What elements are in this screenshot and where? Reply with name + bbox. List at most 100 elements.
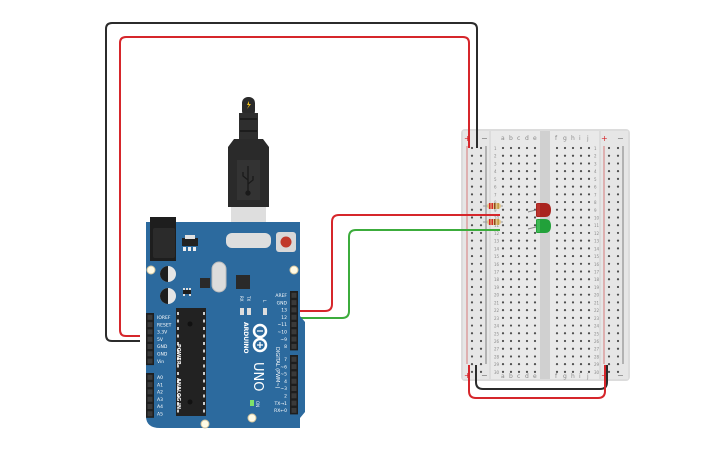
- resistor-2[interactable]: [483, 219, 503, 225]
- hole[interactable]: [555, 231, 559, 235]
- analog-pin[interactable]: [147, 374, 153, 380]
- hole[interactable]: [525, 270, 529, 273]
- hole[interactable]: [555, 347, 559, 350]
- hole[interactable]: [579, 247, 583, 250]
- hole[interactable]: [525, 293, 529, 296]
- led-red[interactable]: [527, 203, 551, 217]
- rail-hole[interactable]: [616, 231, 620, 235]
- hole[interactable]: [571, 332, 575, 335]
- hole[interactable]: [509, 270, 513, 273]
- hole[interactable]: [579, 185, 583, 188]
- rail-hole[interactable]: [479, 324, 483, 327]
- rail-hole[interactable]: [616, 200, 620, 204]
- hole[interactable]: [555, 278, 559, 281]
- hole[interactable]: [525, 332, 529, 335]
- rail-hole[interactable]: [607, 231, 611, 235]
- hole[interactable]: [525, 224, 529, 227]
- rail-hole[interactable]: [479, 363, 483, 366]
- hole[interactable]: [501, 231, 505, 235]
- hole[interactable]: [571, 185, 575, 188]
- hole[interactable]: [533, 185, 537, 188]
- hole[interactable]: [579, 224, 583, 227]
- hole[interactable]: [517, 278, 521, 281]
- analog-pin[interactable]: [147, 411, 153, 417]
- hole[interactable]: [501, 339, 505, 343]
- hole[interactable]: [571, 200, 575, 204]
- rail-hole[interactable]: [479, 154, 483, 157]
- hole[interactable]: [501, 347, 505, 350]
- hole[interactable]: [517, 293, 521, 296]
- hole[interactable]: [517, 270, 521, 273]
- rail-hole[interactable]: [479, 254, 483, 258]
- hole[interactable]: [587, 170, 591, 173]
- rail-hole[interactable]: [479, 285, 483, 289]
- digital-pin[interactable]: [291, 356, 297, 362]
- hole[interactable]: [571, 177, 575, 180]
- hole[interactable]: [555, 162, 559, 165]
- power-pin[interactable]: [147, 351, 153, 357]
- digital-pin[interactable]: [291, 407, 297, 413]
- hole[interactable]: [555, 154, 559, 157]
- rail-hole[interactable]: [479, 216, 483, 219]
- hole[interactable]: [509, 224, 513, 227]
- rail-hole[interactable]: [607, 224, 611, 227]
- rail-hole[interactable]: [479, 185, 483, 188]
- digital-pin[interactable]: [291, 336, 297, 342]
- hole[interactable]: [517, 208, 521, 211]
- rail-hole[interactable]: [479, 262, 483, 265]
- rail-hole[interactable]: [607, 154, 611, 157]
- hole[interactable]: [587, 185, 591, 188]
- hole[interactable]: [525, 185, 529, 188]
- hole[interactable]: [509, 316, 513, 319]
- hole[interactable]: [571, 309, 575, 312]
- digital-pin[interactable]: [291, 400, 297, 406]
- hole[interactable]: [555, 270, 559, 273]
- hole[interactable]: [525, 363, 529, 366]
- hole[interactable]: [571, 216, 575, 219]
- rail-hole[interactable]: [607, 309, 611, 312]
- hole[interactable]: [533, 309, 537, 312]
- hole[interactable]: [517, 347, 521, 350]
- hole[interactable]: [509, 216, 513, 219]
- hole[interactable]: [509, 347, 513, 350]
- hole[interactable]: [501, 254, 505, 258]
- rail-hole[interactable]: [470, 154, 474, 157]
- hole[interactable]: [509, 162, 513, 165]
- hole[interactable]: [501, 301, 505, 304]
- rail-hole[interactable]: [479, 146, 483, 150]
- hole[interactable]: [517, 285, 521, 289]
- rail-hole[interactable]: [479, 301, 483, 304]
- hole[interactable]: [533, 301, 537, 304]
- hole[interactable]: [563, 270, 567, 273]
- hole[interactable]: [533, 262, 537, 265]
- rail-hole[interactable]: [479, 208, 483, 211]
- rail-hole[interactable]: [607, 216, 611, 219]
- hole[interactable]: [509, 208, 513, 211]
- hole[interactable]: [555, 177, 559, 180]
- hole[interactable]: [509, 254, 513, 258]
- hole[interactable]: [533, 332, 537, 335]
- hole[interactable]: [517, 177, 521, 180]
- hole[interactable]: [501, 363, 505, 366]
- hole[interactable]: [587, 301, 591, 304]
- hole[interactable]: [571, 193, 575, 196]
- rail-hole[interactable]: [616, 170, 620, 173]
- rail-hole[interactable]: [470, 285, 474, 289]
- hole[interactable]: [509, 278, 513, 281]
- rail-hole[interactable]: [607, 324, 611, 327]
- rail-hole[interactable]: [607, 177, 611, 180]
- hole[interactable]: [501, 285, 505, 289]
- hole[interactable]: [563, 332, 567, 335]
- hole[interactable]: [517, 324, 521, 327]
- hole[interactable]: [587, 162, 591, 165]
- rail-hole[interactable]: [479, 309, 483, 312]
- wire-5v[interactable]: [119, 36, 470, 337]
- rail-hole[interactable]: [607, 200, 611, 204]
- rail-hole[interactable]: [616, 363, 620, 366]
- rail-hole[interactable]: [607, 332, 611, 335]
- hole[interactable]: [533, 339, 537, 343]
- hole[interactable]: [517, 332, 521, 335]
- analog-pin[interactable]: [147, 396, 153, 402]
